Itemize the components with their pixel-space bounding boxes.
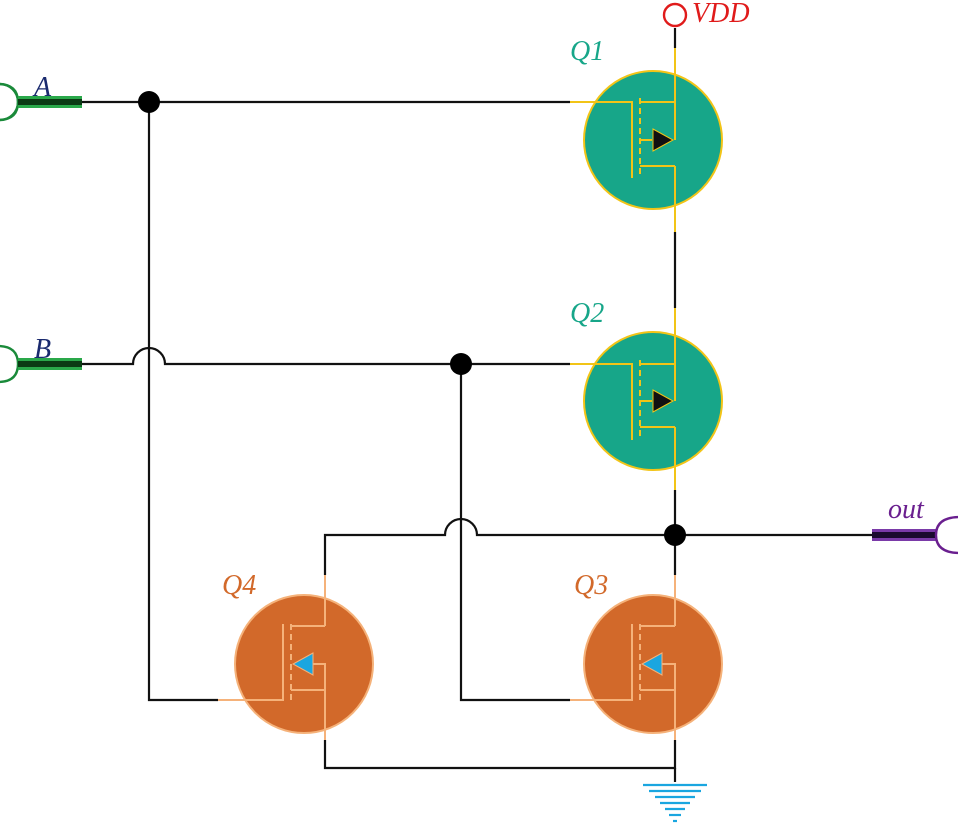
junction-dot-out: [664, 524, 686, 546]
output-port-icon[interactable]: [872, 515, 958, 555]
wire-b-main: [82, 346, 570, 366]
wire-ground-bus: [323, 740, 677, 770]
junctions: [138, 91, 686, 546]
wire-a-vertical: [147, 102, 218, 702]
vdd-supply-icon: [662, 2, 688, 28]
q1-label: Q1: [570, 36, 604, 67]
transistor-q2-pmos-icon[interactable]: [570, 308, 723, 490]
q3-label: Q3: [574, 570, 608, 601]
junction-dot-a: [138, 91, 160, 113]
input-b-label: B: [34, 334, 51, 365]
transistor-q4-nmos-icon[interactable]: [218, 575, 374, 740]
q2-label: Q2: [570, 298, 604, 329]
wires: [82, 28, 875, 782]
input-port-b-icon[interactable]: [0, 344, 82, 384]
junction-dot-b: [450, 353, 472, 375]
transistor-q3-nmos-icon[interactable]: [570, 575, 723, 740]
input-a-label: A: [32, 72, 52, 103]
input-port-a-icon[interactable]: [0, 82, 82, 122]
wire-b-vertical: [459, 364, 570, 702]
output-label: out: [888, 494, 925, 525]
vdd-label: VDD: [692, 0, 750, 29]
q4-label: Q4: [222, 570, 256, 601]
wire-out-main: [323, 517, 875, 560]
ground-icon: [643, 783, 707, 823]
transistor-q1-pmos-icon[interactable]: [570, 48, 723, 232]
